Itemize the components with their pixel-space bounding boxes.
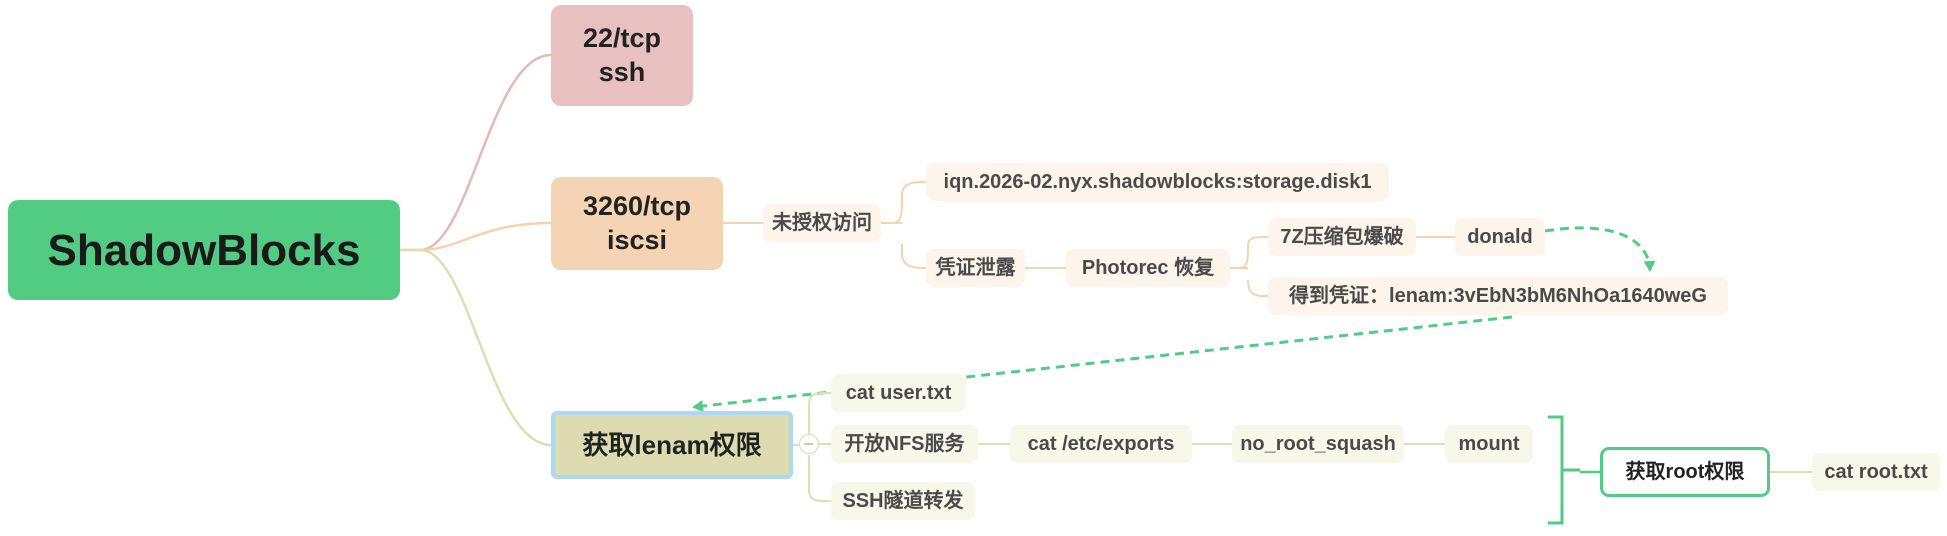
label-credential-leak: 凭证泄露 xyxy=(935,256,1016,279)
node-cat-root[interactable]: cat root.txt xyxy=(1812,453,1940,491)
branch-line-ssh xyxy=(400,53,552,252)
label-zip-crack: 7Z压缩包爆破 xyxy=(1280,225,1404,248)
node-ssh-tunnel[interactable]: SSH隧道转发 xyxy=(831,482,975,520)
label-unauth-access: 未授权访问 xyxy=(772,211,872,234)
root-label: ShadowBlocks xyxy=(47,225,361,275)
label-root-privilege: 获取root权限 xyxy=(1625,460,1745,483)
node-photorec[interactable]: Photorec 恢复 xyxy=(1066,249,1230,287)
label-cat-user: cat user.txt xyxy=(845,381,952,404)
port-node-iscsi[interactable]: 3260/tcp iscsi xyxy=(551,177,723,270)
node-cat-user[interactable]: cat user.txt xyxy=(831,374,966,412)
node-mount[interactable]: mount xyxy=(1445,425,1533,463)
node-zip-crack[interactable]: 7Z压缩包爆破 xyxy=(1268,218,1416,256)
node-root-privilege[interactable]: 获取root权限 xyxy=(1600,447,1770,497)
port-iscsi-service: iscsi xyxy=(606,224,668,255)
dashed-arrow-donald-credential xyxy=(1544,226,1656,272)
node-no-root-squash[interactable]: no_root_squash xyxy=(1232,425,1404,463)
port-iscsi-number: 3260/tcp xyxy=(582,190,692,221)
summary-bracket xyxy=(1548,415,1580,525)
branch-line-lenam xyxy=(400,248,552,447)
dashed-arrow-credential-lenam xyxy=(692,315,1513,412)
link-lenam-fork xyxy=(808,392,831,502)
port-node-ssh[interactable]: 22/tcp ssh xyxy=(551,5,693,106)
node-iqn[interactable]: iqn.2026-02.nyx.shadowblocks:storage.dis… xyxy=(926,163,1389,201)
node-donald[interactable]: donald xyxy=(1455,218,1545,256)
label-iqn: iqn.2026-02.nyx.shadowblocks:storage.dis… xyxy=(943,170,1372,193)
label-nfs-service: 开放NFS服务 xyxy=(844,432,965,455)
port-ssh-number: 22/tcp xyxy=(582,22,662,53)
collapse-toggle-icon[interactable] xyxy=(799,434,819,454)
node-nfs-service[interactable]: 开放NFS服务 xyxy=(831,425,978,463)
node-cat-exports[interactable]: cat /etc/exports xyxy=(1010,425,1192,463)
node-unauth-access[interactable]: 未授权访问 xyxy=(763,204,881,242)
branch-line-iscsi xyxy=(400,221,552,252)
label-got-credential: 得到凭证：lenam:3vEbN3bM6NhOa1640weG xyxy=(1289,284,1707,307)
link-photorec-fork xyxy=(1230,236,1268,297)
node-got-credential[interactable]: 得到凭证：lenam:3vEbN3bM6NhOa1640weG xyxy=(1268,277,1728,315)
label-no-root-squash: no_root_squash xyxy=(1240,432,1396,455)
label-mount: mount xyxy=(1458,432,1520,455)
label-cat-exports: cat /etc/exports xyxy=(1027,432,1175,455)
node-lenam-privilege[interactable]: 获取lenam权限 xyxy=(551,411,793,479)
link-unauth-fork xyxy=(881,181,926,269)
root-node[interactable]: ShadowBlocks xyxy=(8,200,400,300)
port-ssh-service: ssh xyxy=(598,56,646,87)
label-lenam-privilege: 获取lenam权限 xyxy=(582,429,762,460)
label-donald: donald xyxy=(1467,225,1533,248)
node-credential-leak[interactable]: 凭证泄露 xyxy=(926,249,1025,287)
label-photorec: Photorec 恢复 xyxy=(1081,256,1215,279)
label-ssh-tunnel: SSH隧道转发 xyxy=(842,489,964,512)
label-cat-root: cat root.txt xyxy=(1824,460,1928,483)
